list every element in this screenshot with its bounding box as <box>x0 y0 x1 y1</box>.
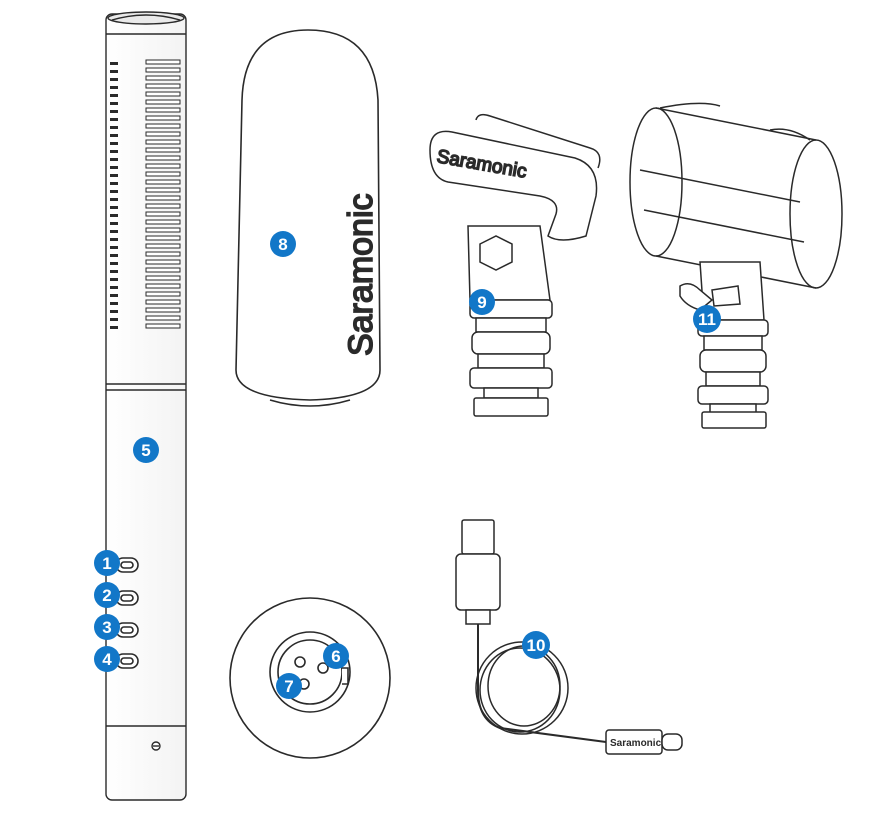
callout-9: 9 <box>469 289 495 315</box>
svg-text:8: 8 <box>278 235 287 254</box>
usb-cable: Saramonic <box>455 519 683 755</box>
svg-text:9: 9 <box>477 293 486 312</box>
svg-text:2: 2 <box>102 586 111 605</box>
callout-8: 8 <box>270 231 296 257</box>
windscreen-brand-logo: Saramonic <box>342 193 380 356</box>
microphone-body <box>105 11 187 801</box>
callout-3: 3 <box>94 614 120 640</box>
svg-text:7: 7 <box>284 677 293 696</box>
xlr-connector-view <box>229 597 391 759</box>
svg-text:1: 1 <box>102 554 111 573</box>
switch-4[interactable] <box>115 653 139 669</box>
svg-text:11: 11 <box>698 310 716 329</box>
svg-text:5: 5 <box>141 441 150 460</box>
svg-text:4: 4 <box>102 650 112 669</box>
svg-text:3: 3 <box>102 618 111 637</box>
callout-11: 11 <box>693 305 721 333</box>
callout-10: 10 <box>522 631 550 659</box>
callout-7: 7 <box>276 673 302 699</box>
switch-3[interactable] <box>115 622 139 638</box>
switch-group <box>115 557 139 669</box>
mic-clip-mount: Saramonic <box>429 113 601 417</box>
callout-1: 1 <box>94 550 120 576</box>
shock-mount <box>629 102 843 429</box>
svg-text:10: 10 <box>527 636 546 655</box>
callout-2: 2 <box>94 582 120 608</box>
callout-6: 6 <box>323 643 349 669</box>
interference-tube-slots <box>110 59 181 329</box>
svg-text:6: 6 <box>331 647 340 666</box>
callout-4: 4 <box>94 646 120 672</box>
cable-brand-logo: Saramonic <box>610 738 662 749</box>
callout-5: 5 <box>133 437 159 463</box>
foam-windscreen: Saramonic <box>235 29 381 407</box>
